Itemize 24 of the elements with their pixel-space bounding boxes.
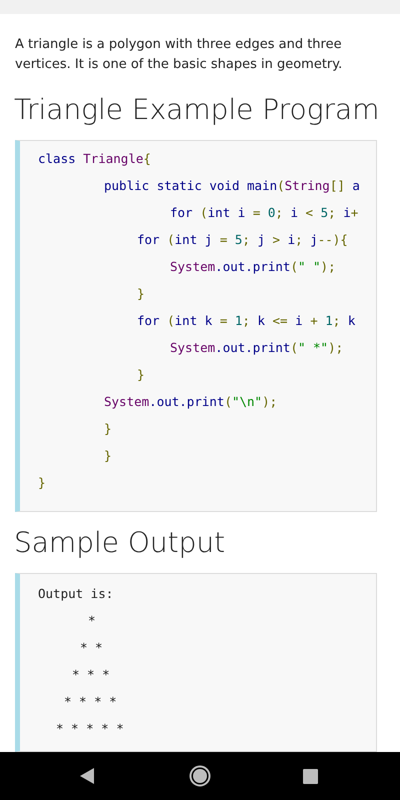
output-block bbox=[15, 573, 377, 752]
code-line: System.out.print("\n"); bbox=[104, 393, 278, 411]
code-line: } bbox=[137, 285, 145, 303]
definition-paragraph: A triangle is a polygon with three edges and three vertices. It is one of the basic shapes in geometry. bbox=[15, 36, 344, 74]
section-heading: Triangle Example Program bbox=[14, 92, 380, 128]
section-heading: Sample Output bbox=[14, 525, 226, 561]
code-line: for (int i = 0; i < 5; i+ bbox=[170, 204, 358, 222]
code-line: } bbox=[104, 420, 112, 438]
output-line: Output is: bbox=[38, 585, 114, 603]
output-line: * * * * * bbox=[56, 720, 124, 738]
code-block bbox=[15, 140, 377, 512]
code-line: public static void main(String[] a bbox=[104, 177, 360, 195]
code-line: } bbox=[104, 447, 112, 465]
code-line: System.out.print(" *"); bbox=[170, 339, 344, 357]
code-line: class Triangle{ bbox=[38, 150, 151, 168]
code-line: for (int k = 1; k <= i + 1; k bbox=[137, 312, 356, 330]
output-line: * * bbox=[80, 639, 103, 657]
output-line: * bbox=[88, 612, 96, 630]
output-line: * * * bbox=[72, 666, 110, 684]
code-line: } bbox=[38, 474, 46, 492]
code-line: } bbox=[137, 366, 145, 384]
code-line: for (int j = 5; j > i; j--){ bbox=[137, 231, 348, 249]
code-line: System.out.print(" "); bbox=[170, 258, 336, 276]
output-line: * * * * bbox=[64, 693, 117, 711]
